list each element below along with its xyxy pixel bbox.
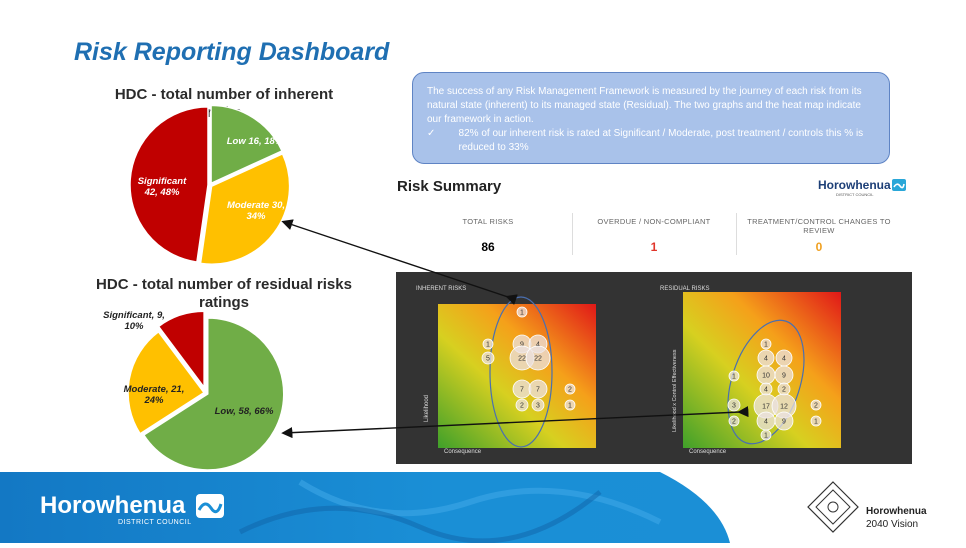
risk-bubble [482,338,494,350]
risk-bubble [810,415,822,427]
risk-bubble-count: 3 [536,403,540,410]
pie-slice-significant [157,310,205,390]
risk-bubble-count: 4 [764,356,768,363]
risk-bubble-count: 9 [782,419,786,426]
inherent-ellipse [489,296,553,448]
risk-bubble [528,379,548,399]
risk-bubble-count: 17 [762,404,770,411]
footer-background [0,472,730,544]
risk-bubble-count: 10 [762,373,770,380]
risk-bubble [728,370,740,382]
summary-logo: Horowhenua [818,178,906,192]
pie-data-label: Moderate, 21,24% [124,384,185,406]
heatmap-ylabel-inherent: Likelihood [424,395,430,422]
vision-sub: 2040 Vision [866,519,919,530]
heatmap-xlabel-residual: Consequence [689,449,727,455]
kpi-review-label: TREATMENT/CONTROL CHANGES TO REVIEW [747,217,891,235]
kpi-overdue-value: 1 [650,240,658,254]
check-icon: ✓ [427,128,436,139]
note-bullet-text: 82% of our inherent risk is rated at Sig… [458,128,864,153]
risk-bubble [516,306,528,318]
risk-bubble-count: 1 [520,310,524,317]
risk-summary-title: Risk Summary [397,178,502,195]
risk-bubble-count: 2 [732,419,736,426]
risk-bubble-count: 7 [520,387,524,394]
risk-bubble [564,383,576,395]
kpi-divider [572,213,573,255]
risk-bubble [810,399,822,411]
pie-data-label: Low, 58, 66% [215,406,274,417]
pie-slice-moderate [127,330,206,435]
kpi-overdue-label: OVERDUE / NON-COMPLIANT [597,217,711,226]
footer-banner: Horowhenua DISTRICT COUNCIL Horowhenua 2… [0,472,966,544]
risk-bubble-count: 5 [486,356,490,363]
residual-pie-chart: Low, 58, 66% Moderate, 21,24% Significant,… [103,310,285,471]
pie-slice-significant [129,106,209,263]
info-note: The success of any Risk Management Frame… [412,72,890,164]
risk-bubble-count: 1 [732,374,736,381]
footer-brand-sub: DISTRICT COUNCIL [118,519,192,526]
residual-bubbles: 1 4 4 10 9 1 4 2 3 17 12 2 2 4 9 1 1 [727,338,822,441]
note-paragraph: The success of any Risk Management Frame… [427,86,862,125]
pie-data-label: Significant, 9,10% [103,310,165,332]
pie-slice-moderate [199,152,291,265]
vision-emblem-icon [807,481,859,533]
vision-name: Horowhenua [866,506,927,517]
heatmap-ylabel-residual: Likelihood x Control Effectiveness [672,349,678,432]
summary-logo-text: Horowhenua [818,178,891,192]
risk-bubble-count: 2 [520,403,524,410]
risk-bubble-count: 9 [782,373,786,380]
heatmap-xlabel-inherent: Consequence [444,449,482,455]
kpi-total-label: TOTAL RISKS [462,217,514,226]
residual-chart-title: HDC - total number of residual risks rat… [96,276,352,311]
risk-bubble-count: 2 [782,387,786,394]
risk-bubble-count: 4 [536,342,540,349]
footer-brand: Horowhenua [40,492,186,519]
risk-bubble-count: 12 [780,404,788,411]
risk-bubble-count: 4 [764,419,768,426]
pie-slice-low [210,104,284,185]
risk-bubble [525,345,551,371]
kpi-total-value: 86 [481,240,495,254]
pie-slice-low [142,317,285,471]
pie-data-label: Moderate 30,34% [227,200,285,222]
kpi-divider [736,213,737,255]
risk-bubble-count: 4 [782,356,786,363]
heatmap-label-residual: RESIDUAL RISKS [660,286,709,292]
risk-bubble-count: 1 [764,433,768,440]
risk-bubble [760,429,772,441]
risk-bubble-count: 22 [518,356,526,363]
page-title: Risk Reporting Dashboard [74,38,390,66]
pie-data-label: Low 16, 18% [227,136,284,147]
risk-bubble [760,338,772,350]
risk-bubble-count: 2 [568,387,572,394]
wave-logo-icon [196,494,224,518]
risk-bubble-count: 9 [520,342,524,349]
risk-bubble-count: 1 [568,403,572,410]
risk-bubble [481,351,495,365]
risk-bubble-count: 1 [764,342,768,349]
risk-bubble [774,411,794,431]
risk-bubble-count: 1 [486,342,490,349]
risk-bubble-count: 2 [814,403,818,410]
risk-bubble-count: 4 [764,387,768,394]
risk-bubble-count: 7 [536,387,540,394]
note-bullet: ✓ 82% of our inherent risk is rated at S… [427,127,877,155]
risk-bubble-count: 1 [814,419,818,426]
risk-bubble-count: 3 [732,403,736,410]
inherent-heatmap-grid [438,304,596,448]
risk-bubble-count: 22 [534,356,542,363]
kpi-review-value: 0 [815,240,823,254]
summary-logo-sub: DISTRICT COUNCIL [836,192,874,197]
heatmap-label-inherent: INHERENT RISKS [416,286,466,292]
heatmaps-svg: INHERENT RISKS Likelihood Consequence 11… [416,286,841,455]
wave-logo-icon [891,179,906,191]
